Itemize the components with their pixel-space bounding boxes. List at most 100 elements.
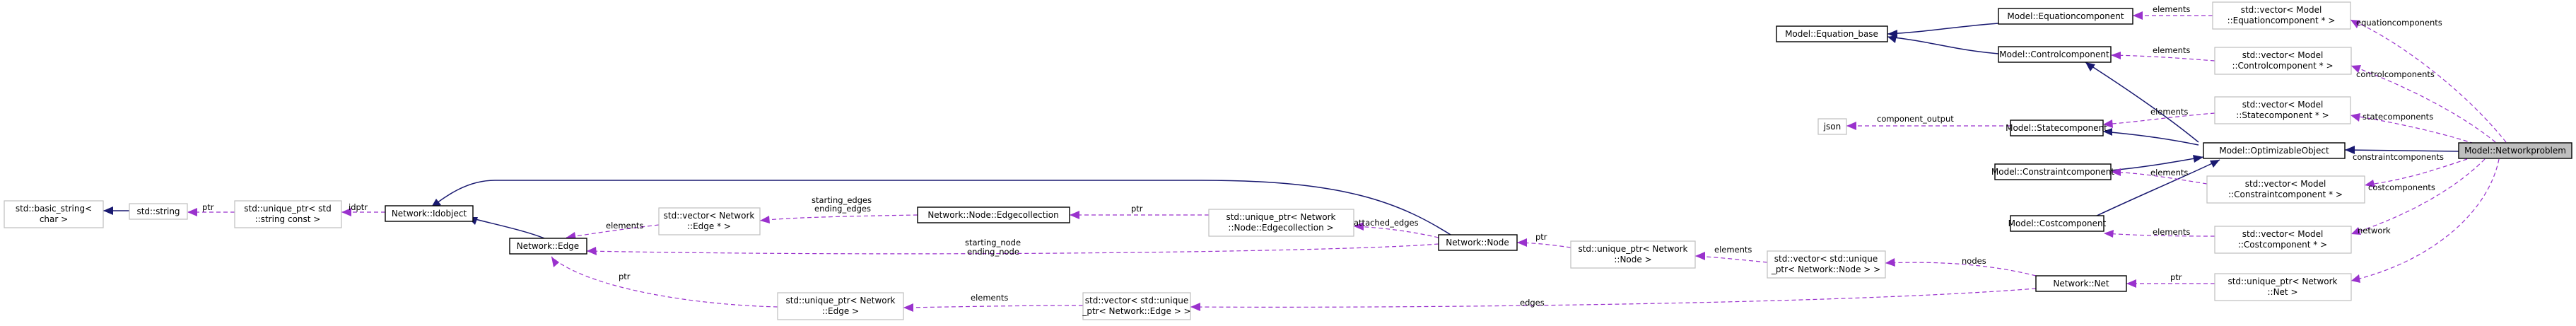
- label-statecomponents: statecomponents: [2363, 112, 2433, 122]
- arrowhead-vec-edge-ptr: [760, 216, 770, 223]
- edge-costcomponent-to-optimizable: [2095, 159, 2220, 217]
- edge-networkproblem-network: [2350, 158, 2500, 281]
- node-json[interactable]: json: [1817, 118, 1847, 135]
- label-ptr-node: ptr: [1535, 232, 1547, 242]
- label-elements-control: elements: [2153, 45, 2190, 55]
- edge-node-starting-ending-node: [586, 243, 1439, 255]
- edge-optimizable-to-controlcomponent: [2085, 62, 2199, 143]
- node-label-line2: ::Node >: [1614, 255, 1651, 264]
- edge-networkproblem-constraintcomponents: [2364, 158, 2468, 186]
- node-label-line1: std::vector< std::unique: [1774, 254, 1878, 264]
- label-elements-constraint: elements: [2150, 168, 2188, 177]
- node-uptr-node[interactable]: std::unique_ptr< Network ::Node >: [1570, 240, 1696, 269]
- label-elements-equation: elements: [2153, 4, 2190, 14]
- node-label-line2: ::Net >: [2267, 287, 2297, 297]
- arrowhead-optimizable-3: [2210, 160, 2220, 168]
- edge-labels-layer: equationcomponents controlcomponents sta…: [202, 4, 2444, 308]
- label-controlcomponents: controlcomponents: [2356, 69, 2435, 79]
- node-label-line2: ::string const >: [255, 214, 321, 224]
- node-label-line1: std::vector< std::unique: [1085, 296, 1188, 305]
- edge-net-nodes: [1885, 262, 2037, 276]
- arrowhead-vec-uptr-node: [1885, 258, 1895, 267]
- edge-controlcomponent-to-equation-base: [1887, 36, 1999, 54]
- node-statecomponent[interactable]: Model::Statecomponent: [2006, 120, 2107, 136]
- edge-networkproblem-controlcomponents: [2350, 65, 2496, 143]
- arrowhead-uptr-net: [2351, 274, 2360, 283]
- node-label-line2: ::Node::Edgecollection >: [1228, 223, 1333, 233]
- nodes-layer: Model::Networkproblem Model::Optimizable…: [4, 1, 2572, 320]
- node-uptr-string[interactable]: std::unique_ptr< std ::string const >: [234, 200, 342, 228]
- arrowhead-vec-uptr-edge: [1190, 303, 1200, 311]
- edge-vec-control-elements: [2110, 54, 2215, 62]
- arrowhead-uptr-node: [1695, 252, 1705, 260]
- node-vec-uptr-edge[interactable]: std::vector< std::unique _ptr< Network::…: [1082, 292, 1191, 320]
- edge-edge-to-idobject: [467, 216, 545, 239]
- arrowhead-edge-3: [551, 257, 559, 267]
- node-vec-edge-ptr[interactable]: std::vector< Network ::Edge * >: [658, 207, 761, 235]
- node-label-line2: ::Edge * >: [687, 221, 731, 231]
- node-controlcomponent[interactable]: Model::Controlcomponent: [1998, 46, 2112, 63]
- arrowhead-json: [1846, 122, 1856, 130]
- node-costcomponent[interactable]: Model::Costcomponent: [2008, 215, 2107, 232]
- node-label: Model::Networkproblem: [2464, 146, 2566, 156]
- arrowhead-statecomponent: [2103, 128, 2112, 136]
- node-vec-uptr-node[interactable]: std::vector< std::unique _ptr< Network::…: [1767, 250, 1886, 279]
- node-uptr-edge[interactable]: std::unique_ptr< Network ::Edge >: [777, 292, 904, 320]
- arrowhead-vec-cost: [2351, 227, 2361, 235]
- node-networkproblem[interactable]: Model::Networkproblem: [2458, 142, 2572, 159]
- edge-equationcomponent-to-equation-base: [1887, 23, 1999, 35]
- node-string[interactable]: std::string: [129, 203, 188, 220]
- node-label: Model::OptimizableObject: [2219, 146, 2329, 156]
- node-label-line1: std::unique_ptr< Network: [785, 296, 895, 305]
- edge-node-to-idobject: [431, 180, 1457, 239]
- node-vec-constraint[interactable]: std::vector< Model ::Constraintcomponent…: [2206, 175, 2365, 204]
- node-label-line2: ::Equationcomponent * >: [2227, 16, 2336, 25]
- arrowhead-vec-equation: [2350, 20, 2360, 28]
- edge-uptr-edge-ptr: [551, 256, 778, 308]
- node-uptr-net[interactable]: std::unique_ptr< Network ::Net >: [2214, 273, 2352, 301]
- label-edges: edges: [1520, 298, 1545, 308]
- node-basic-string[interactable]: std::basic_string< char >: [4, 200, 104, 228]
- node-vec-state[interactable]: std::vector< Model ::Statecomponent * >: [2214, 96, 2351, 124]
- label-ending-edges: ending_edges: [814, 204, 871, 214]
- node-vec-cost[interactable]: std::vector< Model ::Costcomponent * >: [2214, 226, 2352, 254]
- label-ending-node: ending_node: [967, 247, 1019, 257]
- label-ptr-edgecollection: ptr: [1131, 204, 1143, 214]
- edge-vec-edge-ptr-elements: [566, 224, 660, 238]
- label-elements-cost: elements: [2153, 227, 2190, 237]
- node-label-line1: std::unique_ptr< Network: [2227, 276, 2337, 286]
- node-edge[interactable]: Network::Edge: [509, 238, 587, 255]
- edge-vec-uptr-node-elements: [1694, 255, 1768, 263]
- node-uptr-edgecollection[interactable]: std::unique_ptr< Network ::Node::Edgecol…: [1208, 209, 1354, 237]
- node-vec-control[interactable]: std::vector< Model ::Controlcomponent * …: [2214, 47, 2352, 75]
- node-equation-base[interactable]: Model::Equation_base: [1776, 25, 1888, 42]
- label-ptr-net: ptr: [2170, 272, 2182, 282]
- arrowhead-constraintcomponent: [2111, 168, 2121, 176]
- node-constraintcomponent[interactable]: Model::Constraintcomponent: [1991, 163, 2115, 180]
- node-label: Model::Statecomponent: [2006, 123, 2107, 133]
- node-optimizableobject[interactable]: Model::OptimizableObject: [2203, 142, 2346, 159]
- node-label-line2: ::Costcomponent * >: [2238, 240, 2327, 250]
- arrowhead-uptr-string: [341, 208, 351, 216]
- arrowhead-vec-state: [2350, 113, 2360, 122]
- label-starting-node: starting_node: [965, 238, 1021, 248]
- label-constraintcomponents: constraintcomponents: [2353, 152, 2444, 162]
- node-label: Model::Controlcomponent: [1999, 50, 2109, 59]
- node-vec-equation[interactable]: std::vector< Model ::Equationcomponent *…: [2212, 1, 2351, 30]
- label-idptr: idptr: [349, 202, 368, 212]
- node-label: Network::Net: [2053, 279, 2109, 289]
- arrowhead-edge: [566, 232, 576, 240]
- arrowhead-edge-2: [587, 247, 597, 255]
- node-node[interactable]: Network::Node: [1438, 234, 1518, 251]
- node-equationcomponent[interactable]: Model::Equationcomponent: [1998, 8, 2133, 25]
- node-label-line1: std::unique_ptr< Network: [1226, 212, 1335, 222]
- node-edgecollection[interactable]: Network::Node::Edgecollection: [917, 206, 1070, 223]
- arrowhead-edgecollection: [1070, 211, 1079, 219]
- label-ptr-string: ptr: [202, 202, 214, 212]
- edge-edgecollection-starting-ending-edges: [759, 214, 918, 221]
- node-net[interactable]: Network::Net: [2035, 275, 2127, 292]
- label-network: network: [2358, 226, 2391, 235]
- node-idobject[interactable]: Network::Idobject: [385, 205, 474, 222]
- node-label-line1: std::vector< Model: [2242, 50, 2324, 60]
